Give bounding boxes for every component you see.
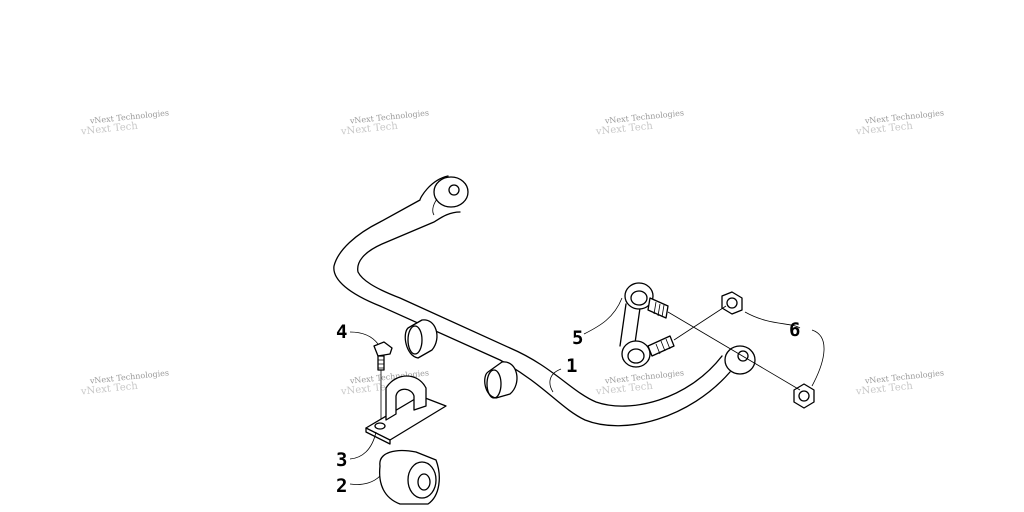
lock-nut-upper bbox=[721, 291, 743, 315]
assembly-lines bbox=[667, 305, 801, 391]
flange-bolt bbox=[373, 341, 393, 424]
bar-bushing bbox=[378, 449, 440, 505]
callout-5: 5 bbox=[572, 327, 583, 349]
leader-lines bbox=[349, 297, 825, 485]
stabilizer-bar bbox=[333, 175, 756, 427]
callout-2: 2 bbox=[336, 475, 347, 497]
callout-3: 3 bbox=[336, 449, 347, 471]
callout-1: 1 bbox=[566, 355, 577, 377]
bushing-clamp bbox=[365, 375, 447, 445]
stabilizer-link bbox=[619, 282, 675, 368]
lock-nut-lower bbox=[793, 383, 815, 409]
callout-6: 6 bbox=[789, 319, 800, 341]
callout-4: 4 bbox=[336, 321, 347, 343]
callouts: 1 2 3 4 5 6 bbox=[336, 319, 800, 497]
